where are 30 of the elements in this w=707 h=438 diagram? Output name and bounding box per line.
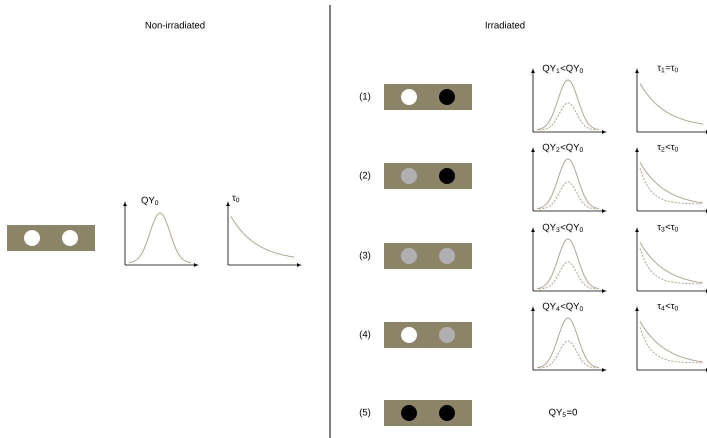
plot-label: τ$_{4}$<τ$_{0}$	[657, 303, 678, 311]
dot	[439, 168, 455, 184]
plot-label: τ$_{3}$<τ$_{0}$	[657, 224, 678, 232]
plot-label: QY$_{3}$<QY$_{0}$	[542, 224, 583, 232]
dot	[62, 230, 78, 246]
plot-label: QY$_{1}$<QY$_{0}$	[542, 64, 583, 74]
dot	[401, 405, 417, 421]
row-number: (3)	[360, 252, 370, 260]
dot	[401, 327, 417, 343]
row-number: (1)	[360, 92, 370, 102]
dot	[24, 230, 40, 246]
row-number: (2)	[360, 172, 370, 180]
plot-label: QY$_{2}$<QY$_{0}$	[542, 144, 583, 152]
plot-label: τ$_{1}$=τ$_{0}$	[657, 66, 678, 72]
plot-label: τ$_{0}$	[232, 196, 240, 202]
plot-label: QY$_{0}$	[142, 196, 158, 206]
dot	[439, 405, 455, 421]
plot-label: QY$_{4}$<QY$_{0}$	[542, 302, 583, 312]
heading: Irradiated	[486, 22, 524, 28]
row-number: (4)	[360, 330, 370, 340]
dot	[439, 89, 455, 105]
plot-label: QY$_{5}$=0	[549, 408, 577, 418]
dot	[401, 248, 417, 264]
dot	[401, 89, 417, 105]
heading: Non-irradiated	[146, 22, 204, 28]
dot	[439, 327, 455, 343]
row-number: (5)	[360, 408, 370, 418]
plot-label: τ$_{2}$<τ$_{0}$	[657, 144, 678, 152]
dot	[401, 168, 417, 184]
dot	[439, 248, 455, 264]
